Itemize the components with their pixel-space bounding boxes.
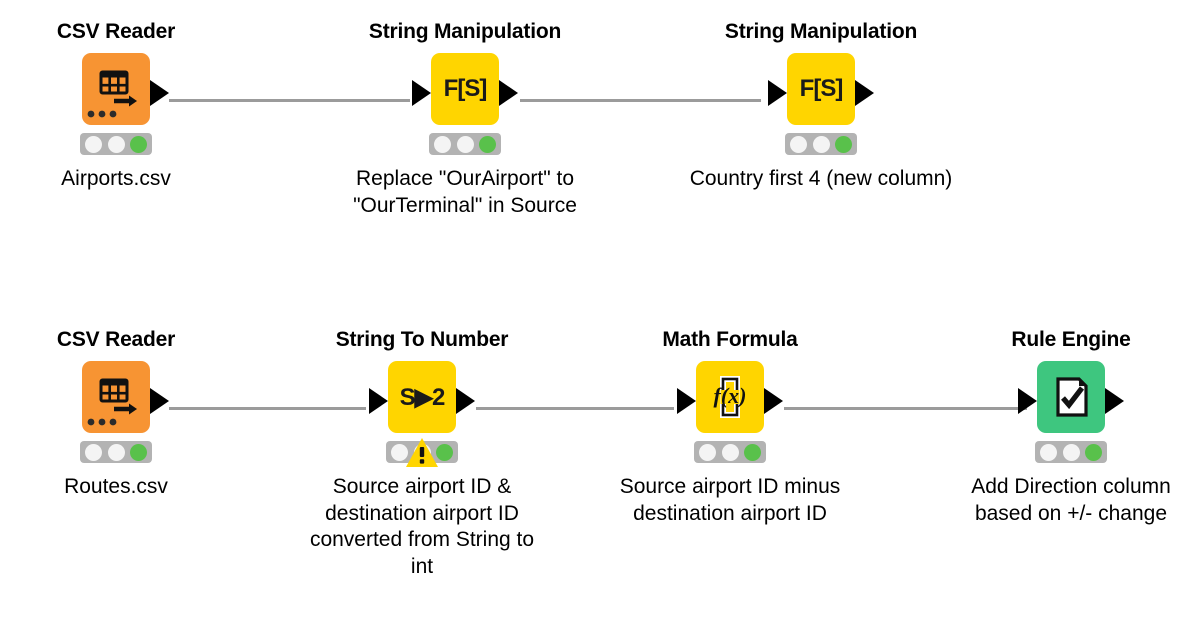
node-icon-box[interactable]: F[S] xyxy=(787,53,855,125)
status-led-idle xyxy=(699,443,717,461)
status-led-running xyxy=(812,135,830,153)
status-led-executed xyxy=(435,443,453,461)
node-title: Rule Engine xyxy=(1011,328,1131,351)
node-description: Country first 4 (new column) xyxy=(689,167,953,190)
node-description: Routes.csv xyxy=(64,475,168,498)
connector-wire xyxy=(784,407,1027,410)
table-arrow-icon xyxy=(99,378,137,415)
node-icon-box[interactable]: S▶2 xyxy=(388,361,456,433)
f-of-s-icon: F[S] xyxy=(443,75,488,102)
status-led-idle xyxy=(391,443,409,461)
node-icon-box[interactable] xyxy=(82,361,150,433)
status-bar xyxy=(1035,441,1107,463)
input-port[interactable] xyxy=(369,388,388,414)
f-of-x-icon: f(x) xyxy=(714,376,747,418)
status-bar xyxy=(80,133,152,155)
node-description: Airports.csv xyxy=(61,167,171,190)
status-led-executed xyxy=(129,443,147,461)
node-title: CSV Reader xyxy=(56,20,176,43)
output-port[interactable] xyxy=(150,80,169,106)
status-led-executed xyxy=(834,135,852,153)
node-description: Add Direction column based on +/- change xyxy=(971,475,1171,525)
output-port[interactable] xyxy=(499,80,518,106)
connector-wire xyxy=(476,407,674,410)
table-arrow-icon xyxy=(99,70,137,107)
output-port[interactable] xyxy=(456,388,475,414)
status-bar xyxy=(429,133,501,155)
status-led-executed xyxy=(743,443,761,461)
node-title: String Manipulation xyxy=(368,20,562,43)
status-led-executed xyxy=(129,135,147,153)
input-port[interactable] xyxy=(1018,388,1037,414)
menu-dots-icon xyxy=(87,418,117,426)
node-description: Source airport ID minus destination airp… xyxy=(619,475,841,525)
status-led-idle xyxy=(790,135,808,153)
node-icon-box[interactable] xyxy=(1037,361,1105,433)
connector-wire xyxy=(169,407,366,410)
status-led-executed xyxy=(478,135,496,153)
document-check-icon xyxy=(1056,377,1088,417)
node-icon-box[interactable]: f(x) xyxy=(696,361,764,433)
node-icon-box[interactable]: F[S] xyxy=(431,53,499,125)
node-description: Replace "OurAirport" to "OurTerminal" in… xyxy=(353,167,577,217)
connector-wire xyxy=(169,99,410,102)
status-led-running xyxy=(1062,443,1080,461)
connector-wire xyxy=(520,99,761,102)
status-led-idle xyxy=(85,135,103,153)
output-port[interactable] xyxy=(764,388,783,414)
node-title: Math Formula xyxy=(662,328,798,351)
output-port[interactable] xyxy=(1105,388,1124,414)
status-bar xyxy=(694,441,766,463)
f-of-s-icon: F[S] xyxy=(799,75,844,102)
status-led-idle xyxy=(1040,443,1058,461)
node-title: CSV Reader xyxy=(56,328,176,351)
input-port[interactable] xyxy=(412,80,431,106)
node-title: String Manipulation xyxy=(724,20,918,43)
warning-icon[interactable] xyxy=(405,437,439,468)
status-bar xyxy=(785,133,857,155)
input-port[interactable] xyxy=(768,80,787,106)
status-led-running xyxy=(456,135,474,153)
node-icon-box[interactable] xyxy=(82,53,150,125)
node-description: Source airport ID & destination airport … xyxy=(309,475,535,578)
input-port[interactable] xyxy=(677,388,696,414)
s-to-2-icon: S▶2 xyxy=(399,383,446,411)
menu-dots-icon xyxy=(87,110,117,118)
status-led-idle xyxy=(85,443,103,461)
status-bar xyxy=(80,441,152,463)
status-led-idle xyxy=(434,135,452,153)
node-title: String To Number xyxy=(335,328,509,351)
status-led-running xyxy=(107,135,125,153)
status-led-executed xyxy=(1084,443,1102,461)
svg-text:f(x): f(x) xyxy=(714,383,747,408)
output-port[interactable] xyxy=(855,80,874,106)
status-led-running xyxy=(107,443,125,461)
status-led-running xyxy=(721,443,739,461)
output-port[interactable] xyxy=(150,388,169,414)
